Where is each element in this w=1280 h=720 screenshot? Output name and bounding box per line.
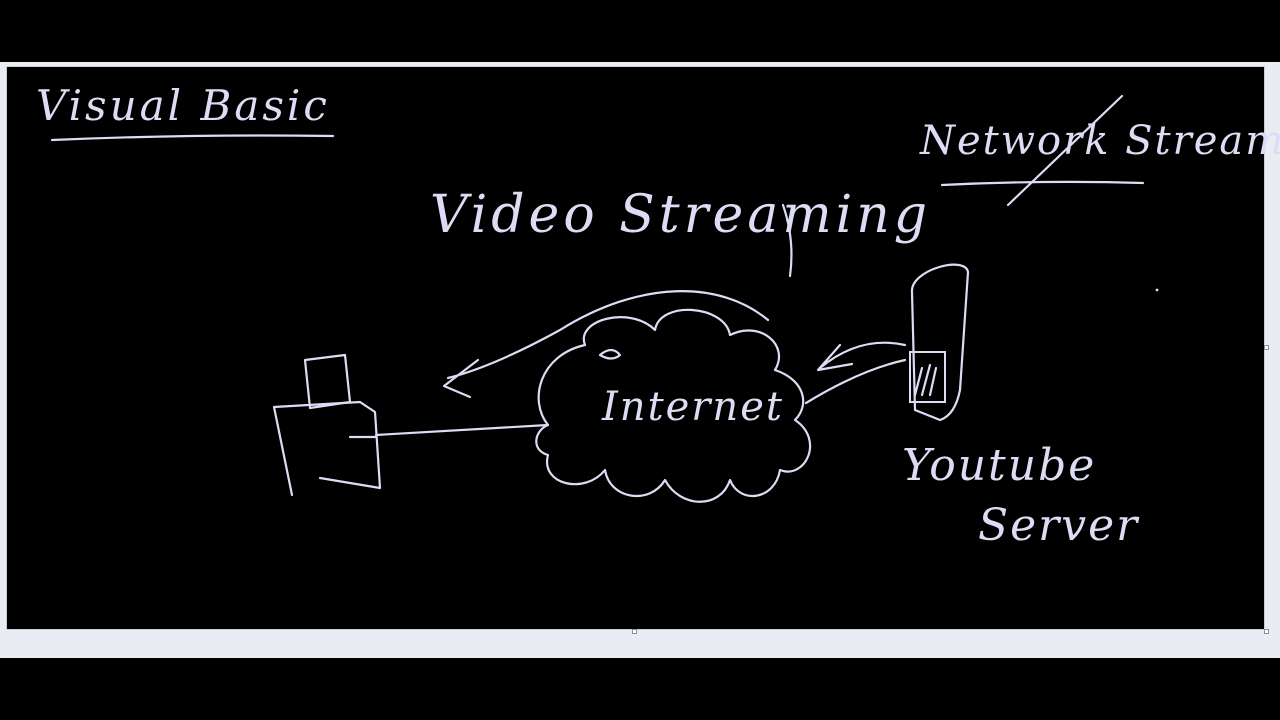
server-icon-scribble — [913, 363, 938, 397]
resize-handle-right[interactable] — [1264, 345, 1269, 350]
client-link-line — [374, 423, 550, 437]
letterbox-top — [0, 0, 1280, 62]
stream-arrow-from-server — [818, 341, 907, 370]
arrow-head-left — [442, 358, 480, 399]
internet-cloud — [535, 308, 812, 503]
label-server: Server — [978, 500, 1140, 551]
stream-arrow-to-client — [446, 290, 770, 380]
letterbox-bottom — [0, 658, 1280, 720]
server-tower — [910, 263, 970, 422]
cloud-label-internet: Internet — [601, 384, 784, 430]
heading-video-streaming: Video Streaming — [430, 185, 931, 245]
server-icon-box — [909, 351, 946, 403]
resize-handle-corner[interactable] — [1264, 629, 1269, 634]
resize-handle-bottom[interactable] — [632, 629, 637, 634]
network-underline — [940, 180, 1145, 187]
title-underline — [50, 134, 335, 142]
arrow-head-server — [816, 343, 854, 372]
title-network-stream: Network Stream — [919, 118, 1280, 164]
stray-dot — [1155, 288, 1159, 292]
title-visual-basic: Visual Basic — [36, 81, 330, 130]
server-link-line — [804, 358, 907, 405]
cloud-curl — [598, 348, 622, 360]
heading-g-tail — [781, 203, 793, 278]
computer-case — [272, 400, 382, 497]
computer-monitor — [303, 353, 352, 410]
strikethrough-line — [1006, 94, 1124, 207]
label-youtube: Youtube — [902, 440, 1096, 491]
